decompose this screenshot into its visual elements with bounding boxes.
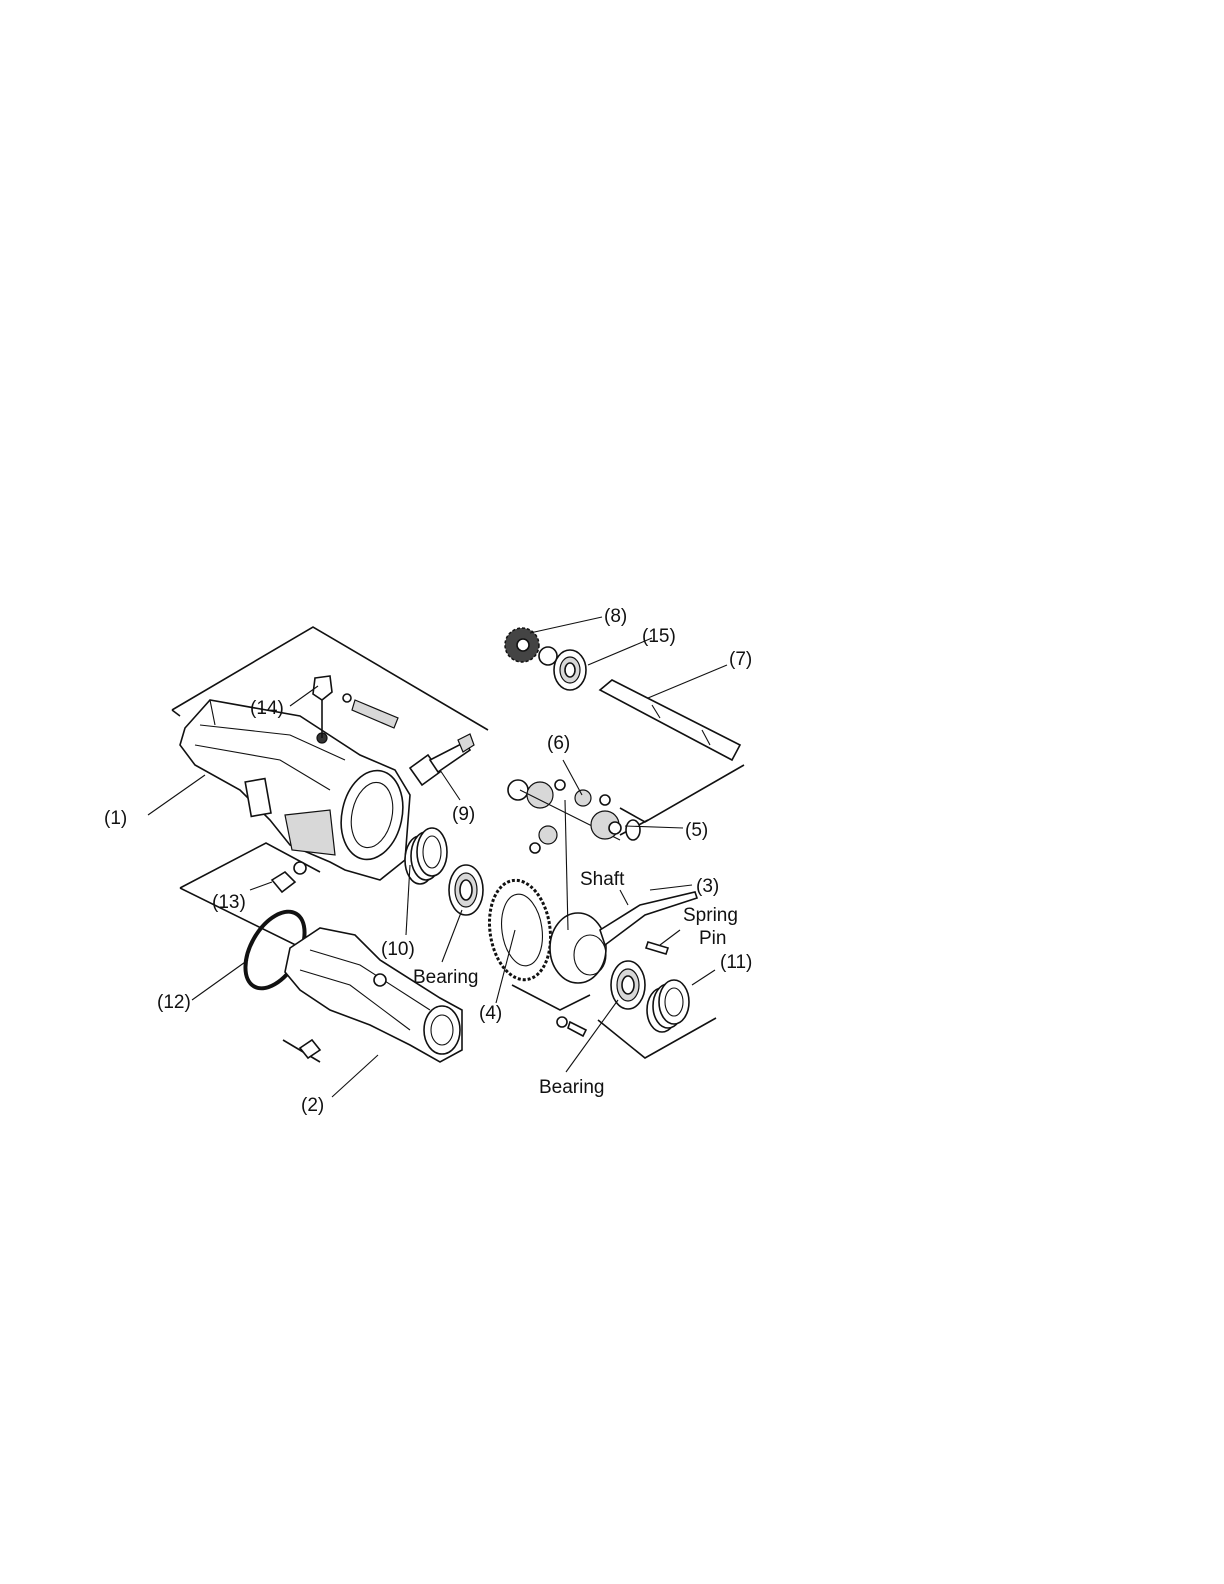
bearing-15 [554,650,586,690]
axle-housing-lower [285,928,462,1062]
label-part-11: (11) [720,952,752,973]
label-part-6: (6) [547,733,570,754]
label-part-9: (9) [452,804,475,825]
shim-stack-11 [647,980,689,1032]
label-part-14: (14) [250,698,284,719]
label-part-5: (5) [685,820,708,841]
drive-shaft-7 [600,680,740,760]
bolt-13 [272,862,306,892]
label-pin: Pin [699,928,726,949]
label-spring: Spring [683,905,738,926]
breather-fitting [313,676,398,738]
shim-stack-10 [405,828,447,884]
label-bearing-left: Bearing [413,967,479,988]
label-part-15: (15) [642,626,676,647]
ring-gear [483,876,556,983]
label-part-12: (12) [157,992,191,1013]
label-part-4: (4) [479,1003,502,1024]
label-part-1: (1) [104,808,127,829]
label-part-10: (10) [381,939,415,960]
axle-housing-upper [180,700,411,880]
label-part-8: (8) [604,606,627,627]
label-part-13: (13) [212,892,246,913]
label-bearing-bottom: Bearing [539,1077,605,1098]
label-part-2: (2) [301,1095,324,1116]
label-shaft: Shaft [580,869,625,890]
pinion-gear [410,734,474,785]
label-part-7: (7) [729,649,752,670]
bolt-lower [557,1017,586,1036]
label-part-3: (3) [696,876,719,897]
gear-8 [505,628,557,665]
bearing-left [449,865,483,915]
